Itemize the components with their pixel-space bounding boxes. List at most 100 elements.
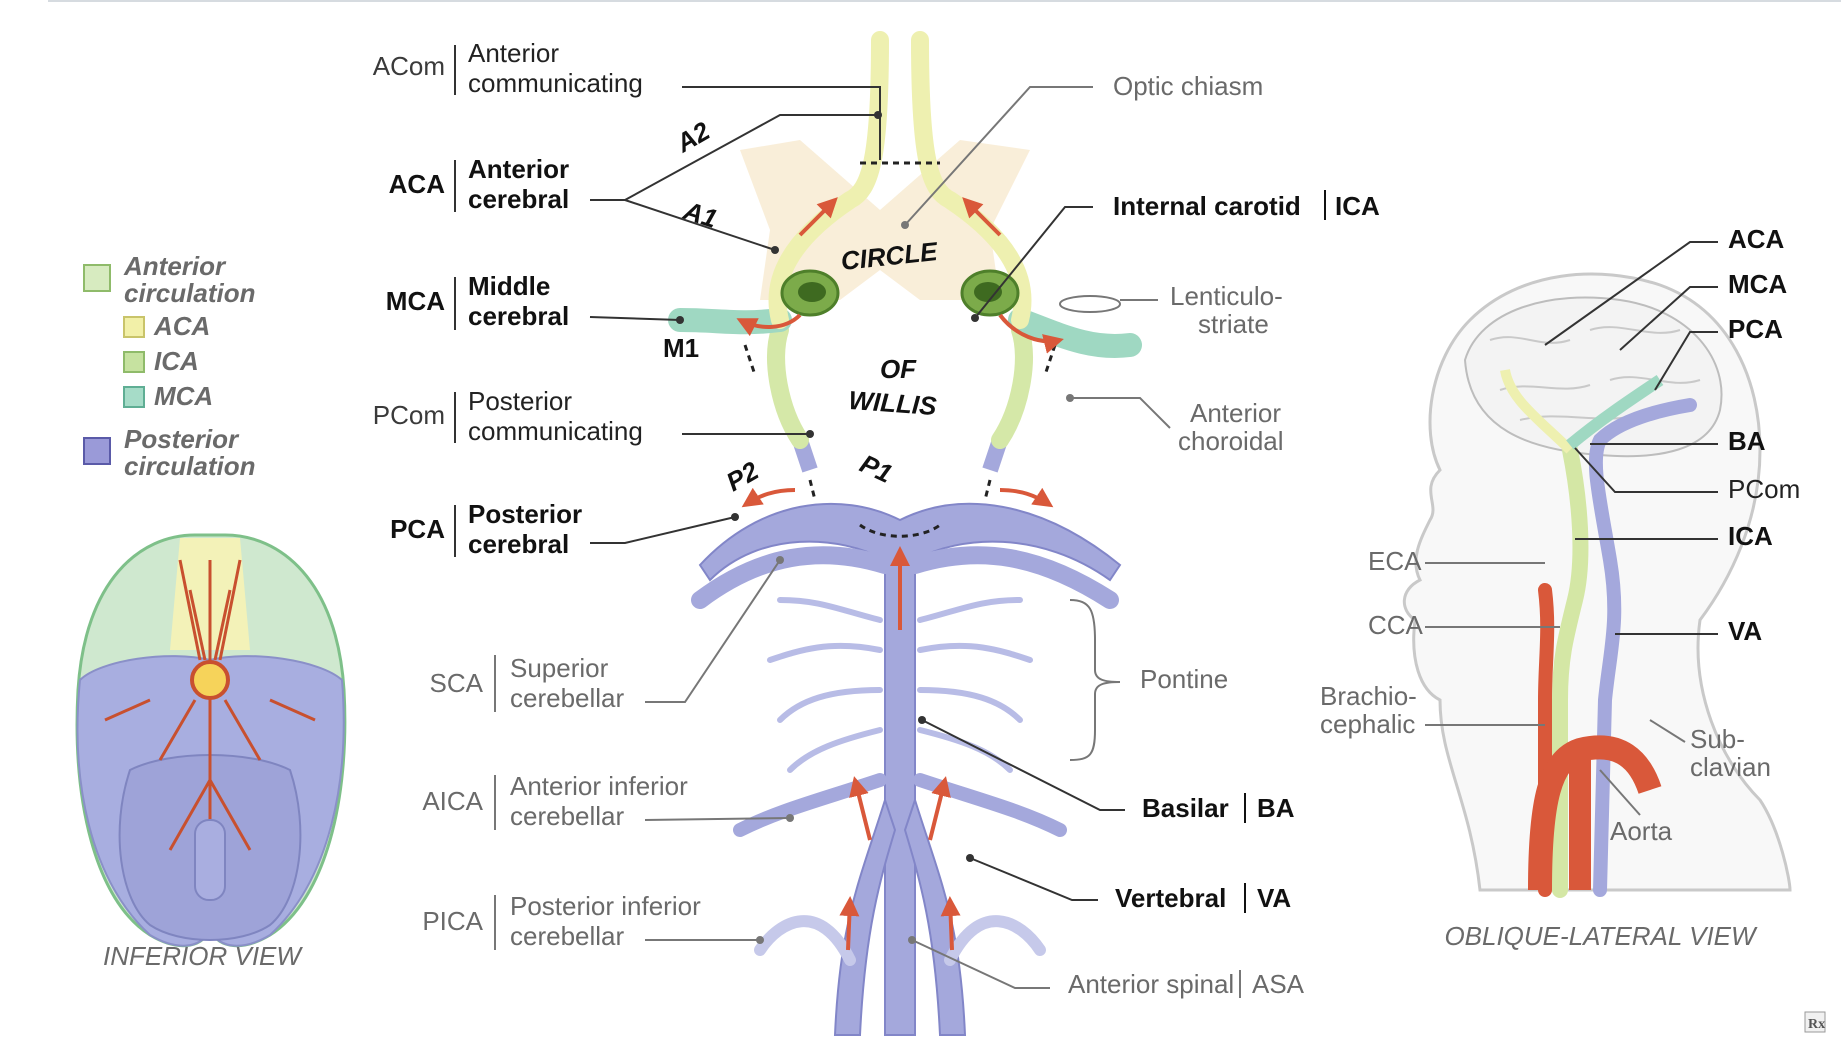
label-lenticulo-1: Lenticulo- [1170, 281, 1283, 311]
leader-anterior-spinal [911, 939, 1050, 989]
label-asa-abbr: ASA [1252, 969, 1305, 999]
legend-swatch-posterior [83, 437, 111, 465]
label-optic-chiasm: Optic chiasm [1113, 71, 1263, 101]
label-aca-name2: cerebral [468, 184, 569, 214]
leader-sca [645, 559, 781, 703]
oblique-pcom: PCom [1728, 474, 1800, 504]
rx-logo-text: Rx [1808, 1017, 1825, 1032]
label-aica-name1: Anterior inferior [510, 771, 688, 801]
top-rule [48, 0, 1841, 2]
legend-swatch-anterior [83, 264, 111, 292]
segment-p1: P1 [855, 448, 897, 489]
leader-mca [589, 316, 681, 321]
oblique-leader-aorta [1599, 769, 1641, 816]
label-acom-name2: communicating [468, 68, 643, 98]
leader-aica [644, 817, 791, 821]
label-pcom-abbr: PCom [373, 400, 445, 430]
label-mca-name1: Middle [468, 271, 550, 301]
oblique-leader-aca [1544, 241, 1718, 346]
oblique-ba: BA [1728, 426, 1766, 456]
label-vertebral: Vertebral [1115, 883, 1226, 913]
oblique-sub-1: Sub- [1690, 724, 1745, 754]
leader-basilar [921, 719, 1125, 811]
label-ica-abbr: ICA [1335, 191, 1380, 221]
label-sca-name1: Superior [510, 653, 609, 683]
label-anterior-spinal: Anterior spinal [1068, 969, 1234, 999]
oblique-ica: ICA [1728, 521, 1773, 551]
label-aca-name1: Anterior [468, 154, 569, 184]
left-labels: ACom Anterior communicating ACA Anterior… [373, 38, 882, 951]
inferior-view-brain [75, 533, 347, 948]
label-sca-abbr: SCA [430, 668, 484, 698]
segment-a1: A1 [679, 195, 721, 234]
oblique-va: VA [1728, 616, 1762, 646]
label-ba-abbr: BA [1257, 793, 1295, 823]
rx-logo: Rx [1804, 1011, 1826, 1033]
legend-mca: MCA [154, 381, 213, 411]
oblique-pca: PCA [1728, 314, 1783, 344]
oblique-view-caption: OBLIQUE-LATERAL VIEW [1444, 921, 1758, 951]
leader-acom [682, 86, 881, 160]
label-internal-carotid: Internal carotid [1113, 191, 1301, 221]
oblique-mca: MCA [1728, 269, 1787, 299]
label-pcom-name1: Posterior [468, 386, 572, 416]
oblique-aca: ACA [1728, 224, 1785, 254]
label-pontine: Pontine [1140, 664, 1228, 694]
label-pca-name1: Posterior [468, 499, 582, 529]
oblique-labels: ACA MCA PCA BA PCom ICA VA ECA CCA Brach… [1320, 224, 1800, 846]
label-aca-abbr: ACA [389, 169, 446, 199]
oblique-cca: CCA [1368, 610, 1424, 640]
label-pcom-name2: communicating [468, 416, 643, 446]
legend: Anterior circulation ACA ICA MCA Posteri… [83, 251, 255, 481]
leader-optic-chiasm [904, 86, 1093, 226]
legend-swatch-mca [123, 386, 145, 408]
oblique-sub-2: clavian [1690, 752, 1771, 782]
oblique-leader-subclavian [1649, 719, 1686, 743]
oblique-aorta: Aorta [1610, 816, 1673, 846]
label-aica-name2: cerebellar [510, 801, 625, 831]
legend-posterior-line1: Posterior [124, 424, 240, 454]
label-aica-abbr: AICA [422, 786, 483, 816]
segment-a2: A2 [670, 115, 715, 158]
circle-word-3: WILLIS [848, 385, 939, 421]
oblique-head-figure [1402, 272, 1792, 898]
label-acom-abbr: ACom [373, 51, 445, 81]
oblique-brachio-1: Brachio- [1320, 681, 1417, 711]
legend-ica: ICA [154, 346, 199, 376]
label-pica-name1: Posterior inferior [510, 891, 701, 921]
inferior-view-caption: INFERIOR VIEW [103, 941, 303, 971]
oblique-eca: ECA [1368, 546, 1422, 576]
optic-chiasm-shape [740, 140, 1030, 300]
label-mca-abbr: MCA [386, 286, 445, 316]
label-anterior-choroidal-1: Anterior [1190, 398, 1281, 428]
label-basilar: Basilar [1142, 793, 1229, 823]
leader-pca [590, 516, 736, 544]
legend-swatch-aca [123, 316, 145, 338]
label-lenticulo-2: striate [1198, 309, 1269, 339]
label-acom-name1: Anterior [468, 38, 559, 68]
label-sca-name2: cerebellar [510, 683, 625, 713]
legend-swatch-ica [123, 351, 145, 373]
leader-aca [590, 114, 878, 251]
label-pica-name2: cerebellar [510, 921, 625, 951]
right-labels: Optic chiasm Internal carotid ICA Lentic… [901, 71, 1380, 999]
label-mca-name2: cerebral [468, 301, 569, 331]
basilar-artery-shape [698, 502, 1122, 1036]
legend-posterior-line2: circulation [124, 451, 255, 481]
oblique-leader-pca [1654, 331, 1718, 391]
label-pica-abbr: PICA [422, 906, 483, 936]
legend-anterior-line2: circulation [124, 278, 255, 308]
oblique-brachio-2: cephalic [1320, 709, 1415, 739]
circle-word-2: OF [880, 354, 917, 384]
leader-anterior-choroidal [1070, 397, 1171, 429]
circle-vessels [668, 31, 1142, 1036]
leader-vertebral [969, 857, 1098, 901]
legend-aca: ACA [153, 311, 210, 341]
segment-m1: M1 [663, 333, 699, 363]
legend-anterior-line1: Anterior [123, 251, 227, 281]
label-pca-name2: cerebral [468, 529, 569, 559]
leader-internal-carotid [974, 206, 1093, 319]
label-anterior-choroidal-2: choroidal [1178, 426, 1284, 456]
label-pca-abbr: PCA [390, 514, 445, 544]
pontine-brace [1069, 599, 1121, 761]
